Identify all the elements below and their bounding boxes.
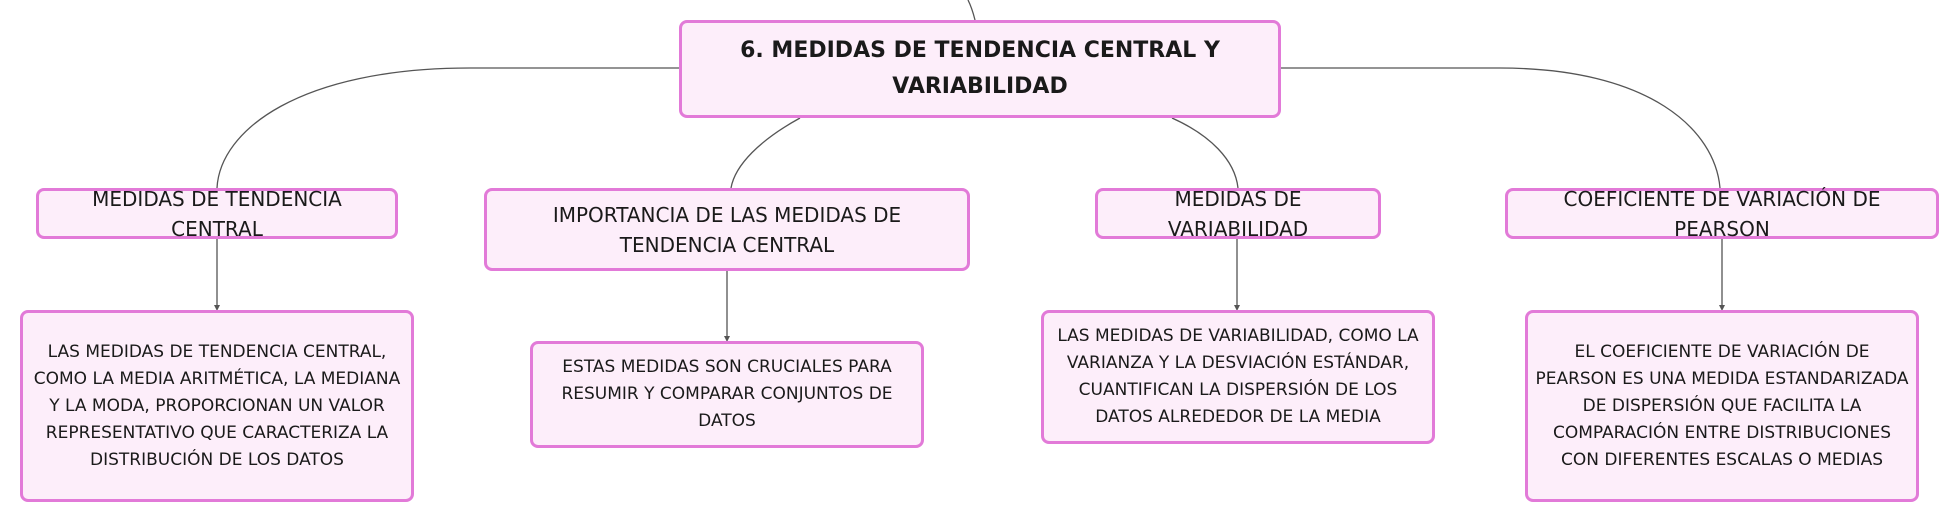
branch-node-label: IMPORTANCIA DE LAS MEDIDAS DE TENDENCIA … (552, 202, 902, 257)
branch-node-variabilidad[interactable]: MEDIDAS DE VARIABILIDAD (1095, 187, 1381, 241)
branch-node-tendencia-central[interactable]: MEDIDAS DE TENDENCIA CENTRAL (36, 187, 398, 241)
arrowhead-branch-3 (1234, 305, 1240, 311)
branch-node-label: COEFICIENTE DE VARIACIÓN DE PEARSON (1563, 186, 1881, 241)
branch-node-importancia[interactable]: IMPORTANCIA DE LAS MEDIDAS DE TENDENCIA … (484, 188, 970, 271)
branch-node-coeficiente-pearson[interactable]: COEFICIENTE DE VARIACIÓN DE PEARSON (1505, 187, 1939, 241)
detail-node-text: EL COEFICIENTE DE VARIACIÓN DE PEARSON E… (1535, 341, 1909, 470)
branch-node-label: MEDIDAS DE VARIABILIDAD (1167, 186, 1309, 241)
connector-parent (967, 0, 976, 21)
connector-root-branch-3 (1171, 117, 1239, 189)
detail-node-tendencia-central[interactable]: LAS MEDIDAS DE TENDENCIA CENTRAL, COMO L… (20, 310, 414, 502)
detail-node-importancia[interactable]: ESTAS MEDIDAS SON CRUCIALES PARA RESUMIR… (530, 341, 924, 448)
arrowhead-branch-2 (724, 336, 730, 342)
arrowhead-branch-1 (214, 305, 220, 311)
connector-root-branch-1 (216, 67, 679, 189)
detail-node-text: LAS MEDIDAS DE TENDENCIA CENTRAL, COMO L… (33, 341, 401, 470)
root-node-label: 6. MEDIDAS DE TENDENCIA CENTRAL Y VARIAB… (740, 38, 1220, 99)
root-node[interactable]: 6. MEDIDAS DE TENDENCIA CENTRAL Y VARIAB… (679, 20, 1281, 118)
detail-node-text: LAS MEDIDAS DE VARIABILIDAD, COMO LA VAR… (1057, 326, 1419, 427)
detail-node-text: ESTAS MEDIDAS SON CRUCIALES PARA RESUMIR… (561, 357, 893, 431)
connector-root-branch-4 (1280, 67, 1721, 189)
branch-node-label: MEDIDAS DE TENDENCIA CENTRAL (92, 186, 342, 241)
connector-root-branch-2 (730, 117, 801, 189)
detail-node-coeficiente-pearson[interactable]: EL COEFICIENTE DE VARIACIÓN DE PEARSON E… (1525, 310, 1919, 502)
detail-node-variabilidad[interactable]: LAS MEDIDAS DE VARIABILIDAD, COMO LA VAR… (1041, 310, 1435, 444)
arrowhead-branch-4 (1719, 305, 1725, 311)
